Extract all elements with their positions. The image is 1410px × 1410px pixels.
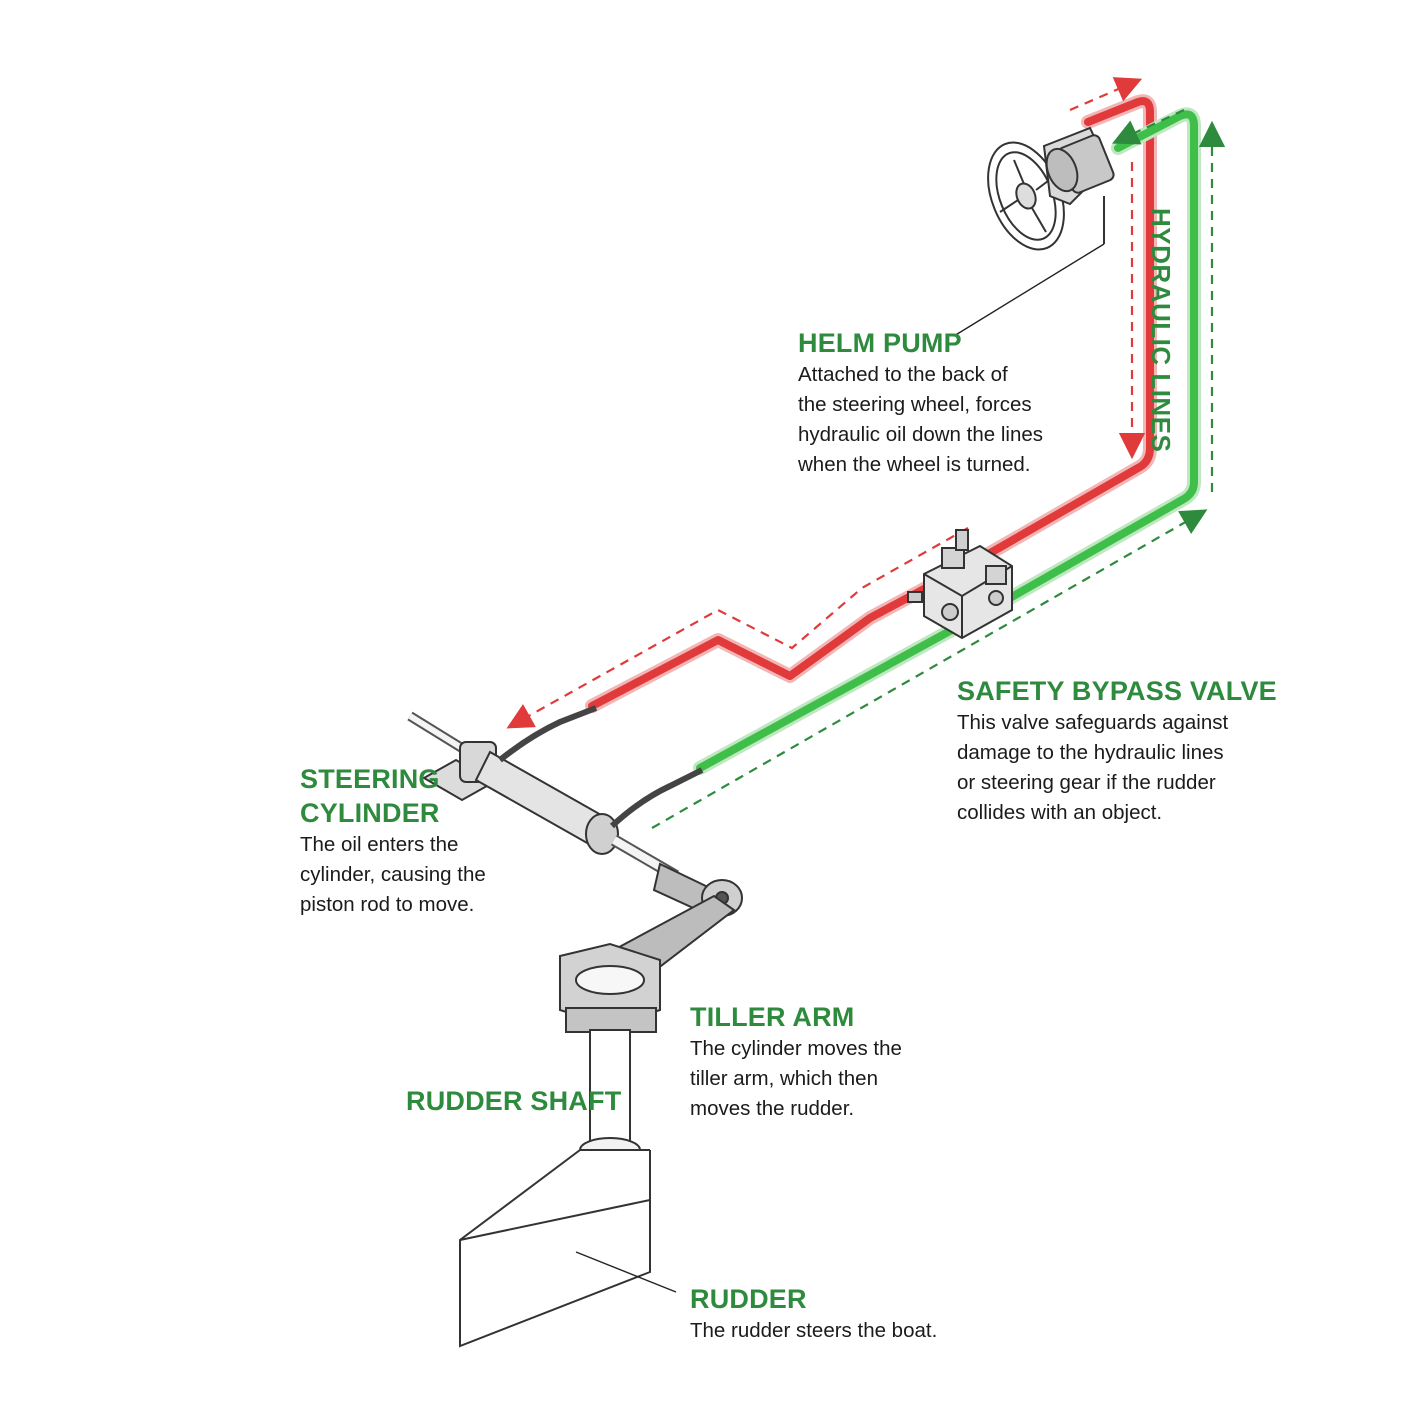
rudder-shaft-title: RUDDER SHAFT bbox=[406, 1086, 622, 1116]
rudder-icon bbox=[459, 1149, 651, 1348]
rudder-leader bbox=[575, 1251, 677, 1293]
safety-bypass-valve-callout: SAFETY BYPASS VALVE This valve safeguard… bbox=[957, 674, 1277, 828]
pressure-flow-arrows bbox=[506, 77, 1146, 729]
return-line bbox=[693, 107, 1201, 775]
helm-pump-icon bbox=[987, 126, 1115, 251]
helm-pump-description: Attached to the back of the steering whe… bbox=[798, 363, 1043, 476]
hydraulic-lines-label: HYDRAULIC LINES bbox=[1146, 208, 1176, 453]
steering-cylinder-description: The oil enters the cylinder, causing the… bbox=[300, 833, 486, 916]
tiller-arm-title: TILLER ARM bbox=[690, 1002, 855, 1032]
steering-cylinder-icon bbox=[407, 705, 743, 917]
rudder-description: The rudder steers the boat. bbox=[690, 1319, 938, 1342]
tiller-arm-description: The cylinder moves the tiller arm, which… bbox=[690, 1037, 902, 1120]
safety-bypass-valve-title: SAFETY BYPASS VALVE bbox=[957, 676, 1277, 706]
helm-pump-title: HELM PUMP bbox=[798, 328, 962, 358]
safety-bypass-valve-description: This valve safeguards against damage to … bbox=[957, 711, 1229, 824]
return-flow-arrows bbox=[651, 109, 1226, 829]
pressure-line bbox=[585, 94, 1157, 713]
steering-cylinder-title: STEERING CYLINDER bbox=[300, 764, 440, 828]
safety-bypass-valve-icon bbox=[907, 529, 1013, 640]
rudder-title: RUDDER bbox=[690, 1284, 807, 1314]
rudder-callout: RUDDER The rudder steers the boat. bbox=[690, 1282, 937, 1346]
tiller-arm-icon bbox=[559, 894, 736, 1033]
tiller-arm-callout: TILLER ARM The cylinder moves the tiller… bbox=[690, 1000, 902, 1124]
steering-cylinder-callout: STEERING CYLINDER The oil enters the cyl… bbox=[300, 762, 486, 920]
helm-pump-leader bbox=[953, 243, 1105, 337]
rudder-shaft-callout: RUDDER SHAFT bbox=[406, 1084, 621, 1118]
helm-pump-callout: HELM PUMP Attached to the back of the st… bbox=[798, 326, 1043, 480]
